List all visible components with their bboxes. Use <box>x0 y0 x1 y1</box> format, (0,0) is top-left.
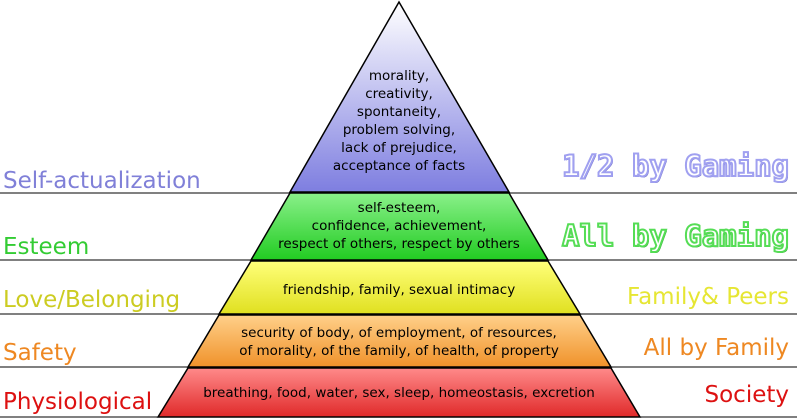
needs-self-actualization: morality, creativity, spontaneity, probl… <box>300 67 498 175</box>
need-item: acceptance of facts <box>332 158 466 174</box>
need-item: lack of prejudice, <box>341 140 457 156</box>
annotation-self-actualization: 1/2 by Gaming <box>561 149 790 183</box>
level-label-physiological: Physiological <box>3 389 153 415</box>
annotation-physiological: Society <box>704 382 790 408</box>
annotation-esteem: All by Gaming <box>561 219 790 253</box>
need-item: spontaneity, <box>356 104 442 120</box>
level-label-self-actualization: Self-actualization <box>3 168 201 194</box>
need-item: morality, <box>368 68 430 84</box>
needs-love-belonging: friendship, family, sexual intimacy <box>252 281 546 299</box>
level-label-esteem: Esteem <box>3 234 90 260</box>
need-item: problem solving, <box>342 122 456 138</box>
needs-safety: security of body, of employment, of reso… <box>200 324 598 360</box>
need-item: confidence, achievement, <box>311 218 487 234</box>
annotation-love-belonging: Family& Peers <box>626 284 789 310</box>
level-label-love-belonging: Love/Belonging <box>3 287 181 313</box>
need-item: respect of others, respect by others <box>278 236 520 252</box>
need-item: security of body, of employment, of reso… <box>241 325 557 341</box>
need-item: self-esteem, <box>357 200 441 216</box>
needs-esteem: self-esteem, confidence, achievement, re… <box>252 199 546 253</box>
tier-self-actualization <box>288 0 511 193</box>
need-item: friendship, family, sexual intimacy <box>282 282 516 298</box>
level-label-safety: Safety <box>3 340 77 366</box>
annotation-safety: All by Family <box>643 335 789 361</box>
need-item: breathing, food, water, sex, sleep, home… <box>203 385 595 401</box>
need-item: creativity, <box>365 86 433 102</box>
need-item: of morality, of the family, of health, o… <box>239 343 559 359</box>
needs-physiological: breathing, food, water, sex, sleep, home… <box>170 384 628 402</box>
